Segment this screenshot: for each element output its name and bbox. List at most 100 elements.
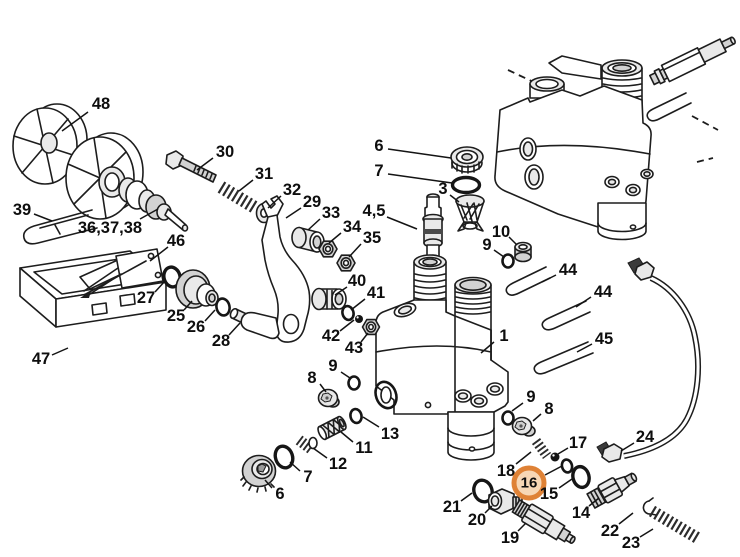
part-label-7-top[interactable]: 7	[374, 162, 383, 180]
leader-line-22	[618, 512, 634, 525]
leader-line-18	[515, 451, 532, 465]
part-label-30[interactable]: 30	[216, 143, 234, 161]
leader-line-4-5	[386, 216, 418, 230]
part-4-5-valve-set	[422, 193, 444, 262]
leader-line-30	[196, 157, 214, 171]
part-12-spring	[295, 435, 318, 454]
part-label-42[interactable]: 42	[322, 327, 340, 345]
part-label-44-upper[interactable]: 44	[559, 261, 578, 279]
leader-line-8-mid	[319, 383, 327, 393]
part-label-32[interactable]: 32	[283, 181, 301, 199]
part-label-20[interactable]: 20	[468, 511, 486, 529]
part-label-27[interactable]: 27	[137, 289, 155, 307]
part-label-23[interactable]: 23	[622, 534, 640, 552]
part-label-10[interactable]: 10	[492, 223, 510, 241]
leader-line-16	[544, 465, 563, 476]
leader-line-6-bottom	[264, 479, 273, 489]
leader-line-24	[620, 442, 635, 452]
part-label-12[interactable]: 12	[329, 455, 347, 473]
part-label-48[interactable]: 48	[92, 95, 110, 113]
leader-line-9-mid	[340, 371, 351, 379]
part-label-3[interactable]: 3	[438, 180, 447, 198]
leader-line-36-37-38	[139, 208, 159, 220]
part-6-screw-plug-top	[450, 146, 484, 174]
part-label-43[interactable]: 43	[345, 339, 363, 357]
part-8-plug-mid	[317, 388, 340, 408]
leader-line-13	[362, 416, 380, 428]
part-24-hose-assembly	[596, 257, 701, 463]
part-7-o-ring-bottom	[273, 444, 295, 470]
part-label-44-lower[interactable]: 44	[594, 283, 613, 301]
leader-line-39	[33, 213, 53, 222]
part-label-6-top[interactable]: 6	[374, 137, 383, 155]
part-44-clip-upper	[505, 266, 551, 296]
part-label-29[interactable]: 29	[303, 193, 321, 211]
pump-housing-assembled	[494, 55, 654, 241]
leader-line-44-upper	[541, 274, 557, 283]
diagram-labels: 483936,37,3830313229333435674,5310944444…	[13, 95, 655, 552]
leader-line-10	[508, 236, 518, 246]
part-label-39[interactable]: 39	[13, 201, 31, 219]
part-14-hose-nipple	[586, 472, 638, 509]
part-23-hose-spring-guard	[648, 505, 703, 545]
leader-line-45-clip	[576, 343, 593, 353]
part-label-7-bottom[interactable]: 7	[303, 468, 312, 486]
part-label-17[interactable]: 17	[569, 434, 587, 452]
part-46-switch-assembly	[79, 248, 164, 298]
part-15-o-ring	[571, 464, 591, 490]
part-label-8-right[interactable]: 8	[544, 400, 553, 418]
part-44-clip-lower	[541, 300, 591, 331]
part-label-25[interactable]: 25	[167, 307, 185, 325]
part-label-16[interactable]: 16	[521, 475, 538, 492]
part-label-6-bottom[interactable]: 6	[275, 485, 284, 503]
part-label-35[interactable]: 35	[363, 229, 381, 247]
part-label-8-mid[interactable]: 8	[307, 369, 316, 387]
leader-line-12	[312, 447, 328, 459]
leader-line-20	[484, 505, 493, 514]
selected-part-highlight[interactable]	[511, 465, 547, 501]
part-39-spring-clip	[22, 209, 98, 245]
part-36-37-38-swash-plate-assembly	[65, 132, 189, 232]
part-label-9-right[interactable]: 9	[526, 388, 535, 406]
part-34-lock-nut	[318, 240, 338, 258]
part-label-1[interactable]: 1	[499, 327, 508, 345]
part-label-11[interactable]: 11	[355, 439, 372, 457]
leader-line-1	[480, 341, 495, 354]
part-label-26[interactable]: 26	[187, 318, 205, 336]
part-label-40[interactable]: 40	[348, 272, 366, 290]
part-label-15[interactable]: 15	[540, 485, 558, 503]
part-label-18[interactable]: 18	[497, 462, 515, 480]
part-18-spring	[531, 438, 552, 459]
leader-line-7-top	[387, 173, 453, 184]
part-label-22[interactable]: 22	[601, 522, 619, 540]
part-label-4-5[interactable]: 4,5	[363, 202, 386, 220]
part-label-13[interactable]: 13	[381, 425, 399, 443]
part-31-spring	[217, 181, 258, 213]
part-label-21[interactable]: 21	[443, 498, 461, 516]
leader-line-47	[51, 347, 69, 356]
part-label-24[interactable]: 24	[636, 428, 655, 446]
part-label-45-clip[interactable]: 45	[595, 330, 613, 348]
part-29-fork-lever	[240, 195, 311, 343]
part-label-33[interactable]: 33	[322, 204, 340, 222]
leader-line-9-right	[511, 402, 524, 412]
leader-line-28	[228, 322, 241, 336]
part-label-9-top[interactable]: 9	[482, 236, 491, 254]
part-label-28[interactable]: 28	[212, 332, 230, 350]
part-label-14[interactable]: 14	[572, 504, 591, 522]
part-label-36-37-38[interactable]: 36,37,38	[78, 219, 142, 237]
leader-line-15	[558, 478, 573, 489]
part-label-34[interactable]: 34	[343, 218, 362, 236]
part-label-9-mid[interactable]: 9	[328, 357, 337, 375]
leader-line-19	[517, 522, 527, 532]
part-3-strainer	[455, 194, 485, 232]
part-label-47[interactable]: 47	[32, 350, 50, 368]
part-11-valve-insert	[317, 415, 347, 441]
part-label-46[interactable]: 46	[167, 232, 185, 250]
part-label-41[interactable]: 41	[367, 284, 385, 302]
part-label-31[interactable]: 31	[255, 165, 273, 183]
part-label-19[interactable]: 19	[501, 529, 519, 547]
part-6-screw-plug-bottom	[240, 454, 277, 493]
